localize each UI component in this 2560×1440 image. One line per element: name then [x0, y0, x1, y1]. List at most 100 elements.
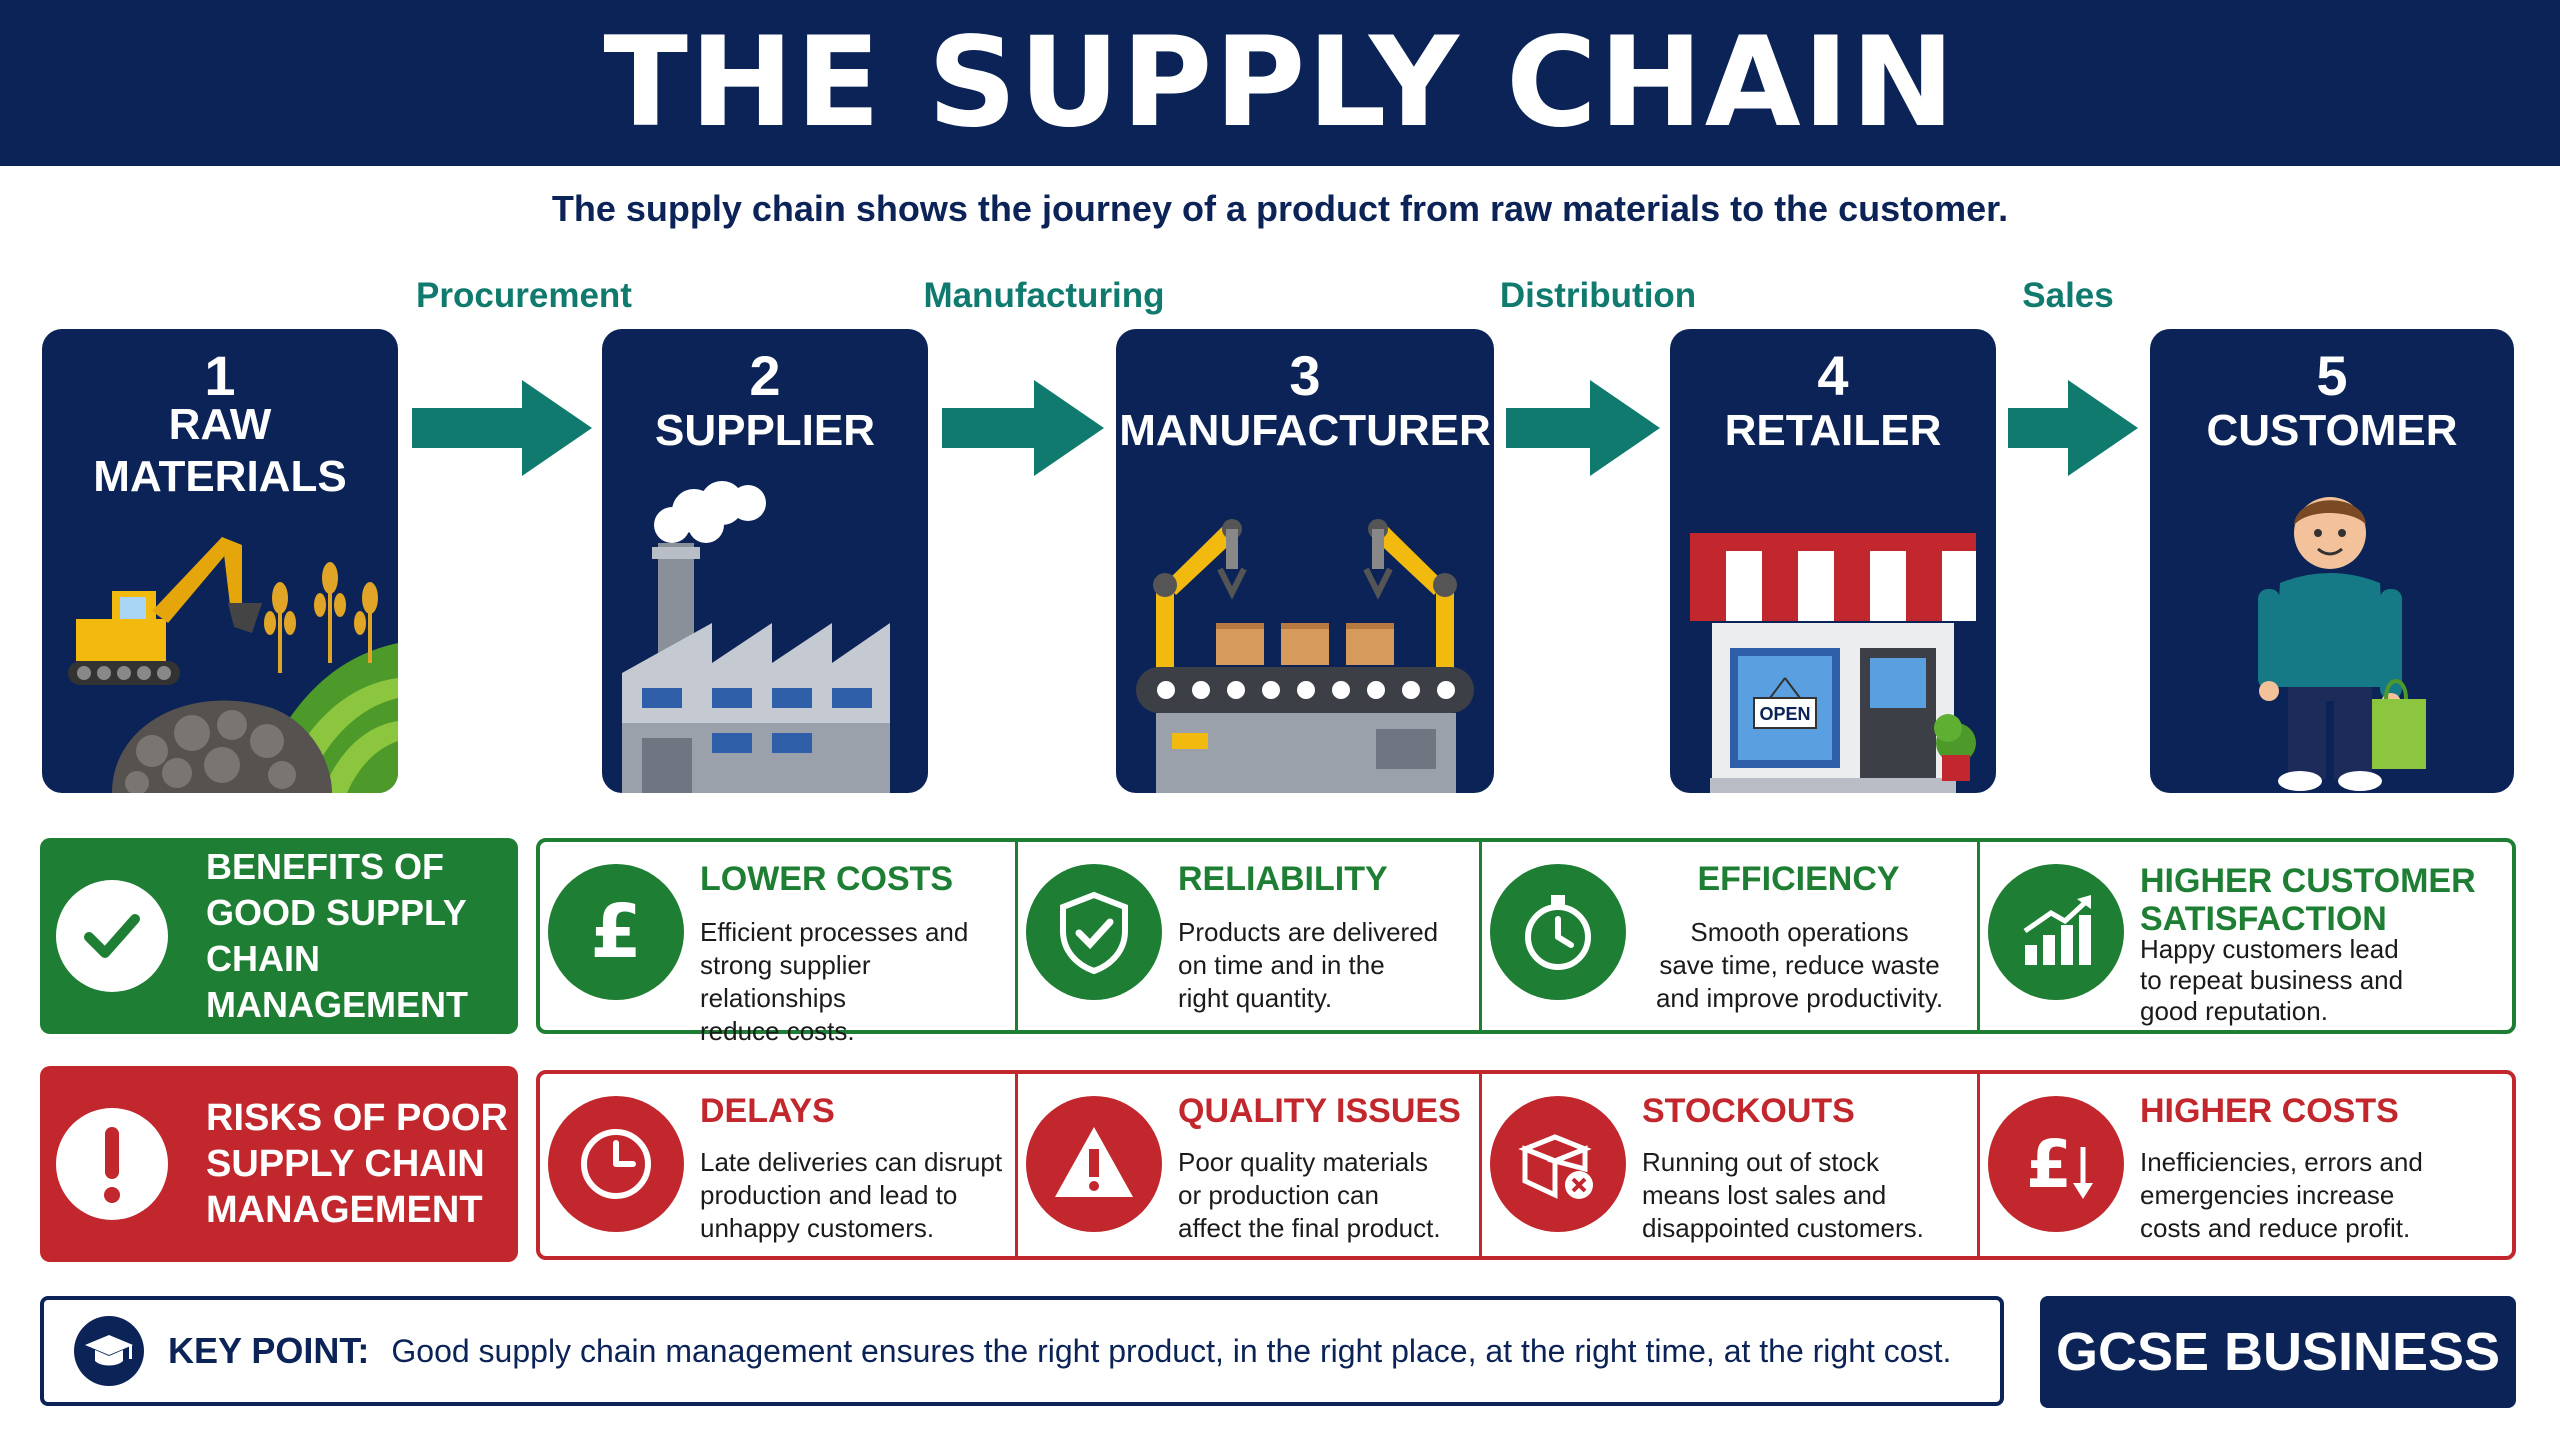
arrow-icon — [942, 380, 1104, 476]
risk-description: Poor quality materials or production can… — [1178, 1146, 1469, 1245]
customer-person-icon — [2258, 497, 2426, 791]
pound-down-icon: £ — [1988, 1096, 2124, 1232]
step-supplier: 2 SUPPLIER — [602, 329, 928, 793]
benefit-title: EFFICIENCY — [1697, 860, 1900, 898]
description-line: Late deliveries can disrupt — [700, 1147, 1003, 1177]
stage-label-manufacturing: Manufacturing — [923, 276, 1165, 315]
description-line: Smooth operations — [1690, 917, 1909, 947]
open-sign-text: OPEN — [1759, 704, 1810, 724]
arrow-icon — [2008, 380, 2138, 476]
checkmark-icon — [56, 880, 168, 992]
benefit-title: LOWER COSTS — [700, 860, 954, 898]
step-number: 4 — [1817, 344, 1849, 407]
key-point-label: KEY POINT: — [168, 1330, 370, 1371]
warning-icon — [1026, 1096, 1162, 1232]
risks-panel: DELAYS Late deliveries can disrupt produ… — [536, 1070, 2516, 1260]
benefit-lower-costs: £ LOWER COSTS Efficient processes and st… — [540, 842, 1018, 1046]
description-line: on time and in the — [1178, 950, 1385, 980]
stage-label-procurement: Procurement — [416, 276, 632, 315]
subtitle: The supply chain shows the journey of a … — [551, 188, 2009, 229]
benefit-description: Happy customers lead to repeat business … — [2140, 934, 2502, 1027]
description-line: and improve productivity. — [1655, 983, 1944, 1013]
description-line: reduce costs. — [700, 1016, 855, 1046]
stopwatch-icon — [1490, 864, 1626, 1000]
description-line: means lost sales and — [1642, 1180, 1887, 1210]
factory-icon — [622, 481, 890, 793]
risks-heading-panel: RISKS OF POOR SUPPLY CHAIN MANAGEMENT — [40, 1066, 518, 1262]
description-line: good reputation. — [2140, 996, 2328, 1026]
empty-box-icon — [1490, 1096, 1626, 1232]
svg-text:£: £ — [2026, 1126, 2072, 1203]
header-banner: THE SUPPLY CHAIN — [0, 0, 2560, 166]
risk-description: Late deliveries can disrupt production a… — [700, 1146, 1005, 1245]
description-line: Running out of stock — [1642, 1147, 1880, 1177]
step-customer: 5 CUSTOMER — [2150, 329, 2514, 793]
description-line: Inefficiencies, errors and — [2140, 1147, 2423, 1177]
risk-title: DELAYS — [700, 1092, 835, 1130]
description-line: production and lead to — [700, 1180, 958, 1210]
pound-icon: £ — [548, 864, 684, 1000]
step-number: 1 — [204, 344, 236, 407]
benefit-description: Efficient processes and strong supplier … — [700, 916, 1005, 1048]
step-number: 2 — [749, 344, 781, 407]
exclamation-icon — [56, 1108, 168, 1220]
benefit-efficiency: EFFICIENCY Smooth operations save time, … — [1482, 842, 1980, 1030]
description-line: to repeat business and — [2140, 965, 2404, 995]
key-point-text: Good supply chain management ensures the… — [391, 1332, 1952, 1369]
gcse-business-badge: GCSE BUSINESS — [2040, 1296, 2516, 1408]
step-number: 5 — [2316, 344, 2348, 407]
benefit-higher-customer-satisfaction: HIGHER CUSTOMER SATISFACTION Happy custo… — [1980, 842, 2512, 1030]
description-line: right quantity. — [1178, 983, 1333, 1013]
risk-title: QUALITY ISSUES — [1178, 1092, 1461, 1130]
step-name: RAW MATERIALS — [42, 399, 398, 503]
risk-description: Running out of stock means lost sales an… — [1642, 1146, 1967, 1245]
clock-icon — [548, 1096, 684, 1232]
step-manufacturer: 3 MANUFACTURER — [1116, 329, 1494, 793]
description-line: save time, reduce waste — [1659, 950, 1940, 980]
step-name: MANUFACTURER — [1119, 406, 1491, 455]
graduation-cap-icon — [74, 1316, 144, 1386]
risk-higher-costs: £ HIGHER COSTS Inefficiencies, errors an… — [1980, 1074, 2512, 1256]
description-line: emergencies increase — [2140, 1180, 2395, 1210]
description-line: Poor quality materials — [1178, 1147, 1428, 1177]
svg-text:£: £ — [590, 889, 642, 975]
heading-line: SUPPLY CHAIN — [206, 1143, 485, 1185]
step-name: RETAILER — [1724, 406, 1942, 455]
heading-line: GOOD SUPPLY — [206, 892, 467, 933]
benefit-reliability: RELIABILITY Products are delivered on ti… — [1018, 842, 1482, 1030]
stage-label-sales: Sales — [2022, 276, 2114, 315]
step-name: SUPPLIER — [654, 406, 876, 455]
robot-assembly-line-icon — [1136, 519, 1474, 793]
description-line: or production can — [1178, 1180, 1379, 1210]
heading-line: BENEFITS OF — [206, 846, 445, 887]
risk-title: HIGHER COSTS — [2140, 1092, 2399, 1130]
risk-description: Inefficiencies, errors and emergencies i… — [2140, 1146, 2502, 1245]
growth-chart-icon — [1988, 864, 2124, 1000]
heading-line: CHAIN MANAGEMENT — [206, 938, 468, 1025]
heading-line: MANAGEMENT — [206, 1189, 483, 1231]
stage-label-distribution: Distribution — [1499, 276, 1697, 315]
arrow-icon — [412, 380, 592, 476]
risk-title: STOCKOUTS — [1642, 1092, 1855, 1130]
excavator-field-icon — [68, 537, 398, 793]
benefit-description: Smooth operations save time, reduce wast… — [1632, 916, 1967, 1015]
heading-line: RISKS OF POOR — [206, 1097, 508, 1139]
benefits-heading: BENEFITS OF GOOD SUPPLY CHAIN MANAGEMENT — [206, 844, 518, 1028]
risks-heading: RISKS OF POOR SUPPLY CHAIN MANAGEMENT — [206, 1095, 508, 1233]
description-line: affect the final product. — [1178, 1213, 1441, 1243]
benefit-title: RELIABILITY — [1178, 860, 1388, 898]
arrow-icon — [1506, 380, 1660, 476]
shop-icon: OPEN — [1690, 533, 1976, 793]
risk-stockouts: STOCKOUTS Running out of stock means los… — [1482, 1074, 1980, 1256]
description-line: costs and reduce profit. — [2140, 1213, 2411, 1243]
step-raw-materials: 1 RAW MATERIALS — [42, 329, 398, 793]
step-number: 3 — [1289, 344, 1321, 407]
step-name: CUSTOMER — [2206, 406, 2458, 455]
description-line: Products are delivered — [1178, 917, 1439, 947]
description-line: disappointed customers. — [1642, 1213, 1924, 1243]
risk-delays: DELAYS Late deliveries can disrupt produ… — [540, 1074, 1018, 1256]
benefits-heading-panel: BENEFITS OF GOOD SUPPLY CHAIN MANAGEMENT — [40, 838, 518, 1034]
benefits-panel: £ LOWER COSTS Efficient processes and st… — [536, 838, 2516, 1046]
description-line: strong supplier relationships — [700, 950, 871, 1013]
page-title: THE SUPPLY CHAIN — [603, 11, 1957, 155]
